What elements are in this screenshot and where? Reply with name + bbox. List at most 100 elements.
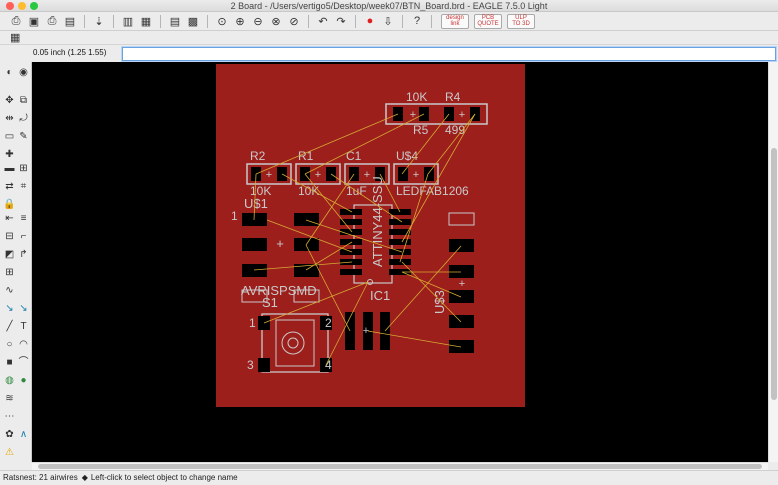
label-r5-value: 499 bbox=[445, 123, 465, 137]
layer-color-icon[interactable]: ▩ bbox=[187, 15, 199, 28]
via-icon[interactable]: ◍ bbox=[5, 375, 14, 386]
label-u4-name: U$4 bbox=[396, 149, 418, 163]
link-top-label: ULP bbox=[515, 15, 527, 21]
svg-text:+: + bbox=[459, 278, 465, 290]
horizontal-scroll-thumb[interactable] bbox=[38, 464, 762, 469]
info-icon[interactable]: ◐ bbox=[6, 67, 13, 78]
undo-icon[interactable]: ↶ bbox=[318, 15, 328, 28]
label-r2-name: R2 bbox=[250, 149, 266, 163]
board-layout-icon[interactable]: ▥ bbox=[122, 15, 134, 28]
errors-icon[interactable]: ⚠ bbox=[5, 447, 14, 458]
status-hint: Left-click to select object to change na… bbox=[90, 473, 238, 482]
text-icon[interactable]: T bbox=[20, 321, 27, 332]
part-s1-switch[interactable] bbox=[258, 313, 332, 373]
zoom-select-icon[interactable]: ⊘ bbox=[289, 15, 299, 28]
label-c1-name: C1 bbox=[346, 149, 362, 163]
zoom-in-icon[interactable]: ⊕ bbox=[235, 15, 245, 28]
open-icon[interactable]: ⎙ bbox=[11, 14, 21, 27]
circle-icon[interactable]: ○ bbox=[6, 339, 13, 350]
grid-icon[interactable]: ▦ bbox=[10, 32, 21, 44]
svg-text:+: + bbox=[276, 236, 284, 251]
autoroute-icon[interactable]: ↘ bbox=[5, 303, 14, 314]
redraw-icon[interactable]: ⊗ bbox=[271, 15, 281, 28]
print-icon[interactable]: ⎙ bbox=[47, 14, 57, 27]
script-icon[interactable]: ⇣ bbox=[94, 15, 104, 28]
zoom-fit-icon[interactable]: ⊙ bbox=[217, 15, 227, 28]
schematic-icon[interactable]: ▦ bbox=[140, 15, 152, 28]
line-icon[interactable]: ╱ bbox=[6, 321, 13, 332]
split-icon[interactable]: ⇤ bbox=[5, 213, 14, 224]
svg-text:+: + bbox=[266, 169, 272, 181]
toolbar-separator bbox=[402, 14, 403, 28]
value-icon[interactable]: ≡ bbox=[20, 213, 27, 224]
hint-diamond-icon: ◆ bbox=[81, 473, 88, 482]
go-icon[interactable]: ⇩ bbox=[383, 15, 393, 28]
add-icon[interactable]: ⊞ bbox=[19, 163, 28, 174]
miter-icon[interactable]: ⌐ bbox=[20, 231, 27, 242]
erc-icon[interactable]: ∧ bbox=[19, 429, 28, 440]
part-u3[interactable]: + bbox=[448, 212, 475, 353]
route-icon[interactable]: ↱ bbox=[19, 249, 28, 260]
attribute-icon[interactable]: ≋ bbox=[5, 393, 14, 404]
link-bottom-label: link bbox=[450, 21, 460, 27]
replace-icon[interactable]: ⇄ bbox=[5, 181, 14, 192]
zoom-out-icon[interactable]: ⊖ bbox=[253, 15, 263, 28]
maximize-button[interactable] bbox=[30, 2, 38, 10]
cam-icon[interactable]: ▤ bbox=[64, 15, 76, 28]
move-icon[interactable]: ✥ bbox=[5, 95, 14, 106]
hole-icon[interactable]: ● bbox=[20, 375, 27, 386]
link-bottom-label: TO 3D bbox=[512, 21, 530, 27]
part-u1-header[interactable]: + bbox=[242, 213, 319, 277]
drc-icon[interactable]: ✿ bbox=[5, 429, 14, 440]
lock-icon[interactable]: 🔒 bbox=[3, 199, 16, 210]
svg-text:+: + bbox=[364, 169, 370, 181]
label-u4-value: LEDFAB1206 bbox=[396, 184, 469, 198]
name-icon[interactable]: ⌗ bbox=[20, 181, 27, 192]
ripup-icon[interactable]: ⊞ bbox=[5, 267, 14, 278]
label-s1: S1 bbox=[262, 295, 278, 310]
window-title: 2 Board - /Users/vertigo5/Desktop/week07… bbox=[230, 1, 548, 11]
arc-icon[interactable]: ◠ bbox=[19, 339, 28, 350]
vertical-scrollbar[interactable] bbox=[768, 62, 778, 462]
save-icon[interactable]: ▣ bbox=[28, 15, 40, 28]
toolbar-separator bbox=[113, 14, 114, 28]
rect-icon[interactable]: ■ bbox=[6, 357, 13, 368]
polygon-icon[interactable]: ⌒ bbox=[18, 357, 29, 368]
board-canvas[interactable]: + + 10K R4 R5 499 + + bbox=[32, 62, 768, 462]
toolbar-separator bbox=[207, 14, 208, 28]
airwires bbox=[253, 113, 476, 366]
help-icon[interactable]: ? bbox=[413, 15, 421, 27]
toolbar-separator bbox=[431, 14, 432, 28]
optimize-icon[interactable]: ◩ bbox=[4, 249, 15, 260]
label-u1-name: U$1 bbox=[244, 196, 268, 211]
part-u4[interactable]: + bbox=[393, 163, 439, 185]
command-line-input[interactable] bbox=[122, 47, 776, 61]
vertical-scroll-thumb[interactable] bbox=[771, 148, 777, 400]
meander-icon[interactable]: ↘ bbox=[19, 303, 28, 314]
label-sw-pin3: 3 bbox=[247, 358, 254, 372]
close-button[interactable] bbox=[6, 2, 14, 10]
show-icon[interactable]: ◉ bbox=[19, 67, 28, 78]
group-icon[interactable]: ▭ bbox=[4, 131, 15, 142]
horizontal-scrollbar[interactable] bbox=[32, 462, 768, 470]
stop-icon[interactable]: ● bbox=[366, 15, 374, 27]
mirror-icon[interactable]: ⇹ bbox=[5, 113, 14, 124]
redo-icon[interactable]: ↷ bbox=[336, 15, 346, 28]
label-r5-name: R5 bbox=[413, 123, 429, 137]
label-sw-pin1: 1 bbox=[249, 316, 256, 330]
minimize-button[interactable] bbox=[18, 2, 26, 10]
wire-icon[interactable]: ∿ bbox=[5, 285, 14, 296]
copy-icon[interactable]: ⧉ bbox=[19, 95, 28, 106]
label-pin-one: 1 bbox=[231, 209, 238, 223]
more-icon[interactable]: ⋯ bbox=[4, 411, 15, 422]
paste-icon[interactable]: ✚ bbox=[5, 149, 14, 160]
delete-icon[interactable]: ▬ bbox=[4, 163, 15, 174]
rotate-icon[interactable]: ⤾ bbox=[19, 113, 28, 124]
smash-icon[interactable]: ⊟ bbox=[5, 231, 14, 242]
change-icon[interactable]: ✎ bbox=[19, 131, 28, 142]
layer-settings-icon[interactable]: ▤ bbox=[169, 15, 181, 28]
